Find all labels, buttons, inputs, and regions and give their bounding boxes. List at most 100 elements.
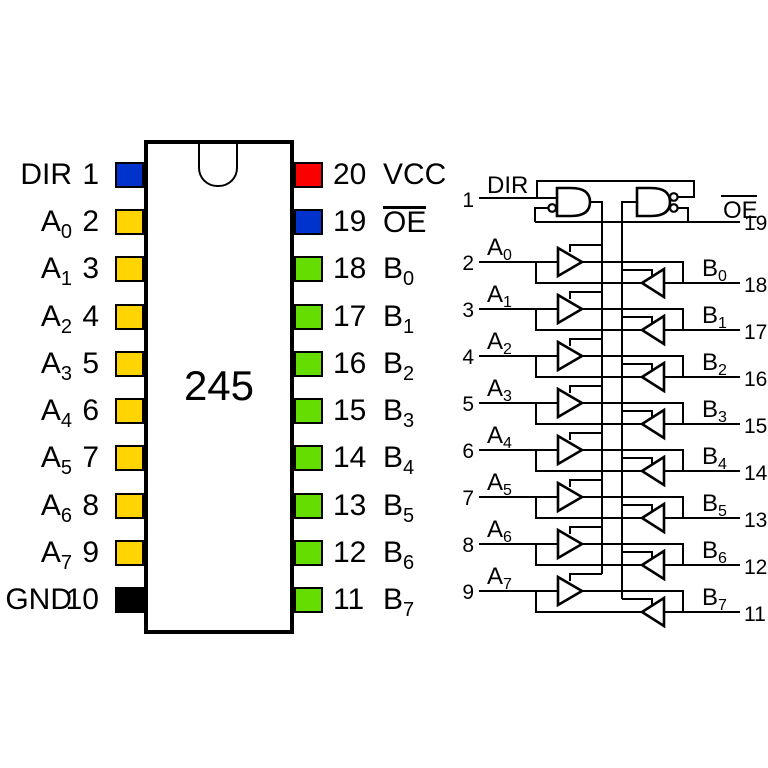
b-buffer-enable-stub [622,269,653,276]
pin-8-number: 8 [58,490,99,522]
b-pin-number: 13 [744,509,767,532]
pin-13-pad [294,493,323,519]
pin-label: B [383,394,404,427]
pin-label-subscript: 5 [403,505,415,527]
tri-state-buffer-a-to-b-icon [556,339,585,373]
oe-to-gate1-wire [534,207,548,222]
b-pin-number: 11 [744,603,766,626]
pin-number: 19 [333,205,367,238]
pin-3-number: 3 [58,253,99,285]
pin-label-subscript: 7 [60,552,72,574]
pin-2-number: 2 [58,206,99,238]
pin-5-pad [115,351,144,377]
pin-label: A [40,205,61,238]
tri-state-buffer-b-to-a-icon [639,454,666,488]
pin-15-number: 15 [333,395,366,427]
pin-10-name: GND [0,584,72,616]
a-to-b-output-wire [582,590,684,612]
pin-number: 4 [82,300,99,333]
a-to-b-output-wire [582,261,684,283]
pin-number: 2 [82,205,99,238]
pin-number: 17 [333,300,367,333]
pin-number: 18 [333,252,367,285]
b-buffer-enable-stub [622,598,653,605]
pin-label-subscript: 4 [60,410,72,432]
pin-number: 5 [82,347,99,380]
tri-state-buffer-b-to-a-icon [639,266,666,300]
pin-16-number: 16 [333,348,366,380]
pin-label-subscript: 5 [60,457,72,479]
pin-number: 6 [82,394,99,427]
dir-to-gate2-rail [536,180,695,198]
gate2-invert-bubble-top-icon [668,192,679,202]
pin-5-number: 5 [58,348,99,380]
b-to-a-return-wire [535,403,642,425]
pin-label-subscript: 4 [403,457,415,479]
a-pin-number: 3 [462,299,474,322]
a-pin-number: 5 [462,393,474,416]
pin-number: 16 [333,347,367,380]
pin-17-pad [294,304,323,330]
pin-12-name: B6 [383,537,414,575]
pin-label-subscript: 7 [403,599,415,621]
pin-label-subscript: 2 [60,316,72,338]
pin-14-pad [294,445,323,471]
pin-11-name: B7 [383,584,414,622]
chip-part-number: 245 [183,362,255,409]
tri-state-buffer-b-to-a-icon [639,313,666,347]
tri-state-buffer-b-to-a-icon [639,548,666,582]
ic-package-outline: 245 [144,140,294,634]
oe-to-gate2-wire [678,207,689,222]
pin-14-name: B4 [383,442,414,480]
pin-label: B [383,300,404,333]
pin-number: 15 [333,394,367,427]
a-buffer-enable-stub [569,338,602,346]
pin-label: VCC [383,158,447,191]
pin-7-pad [115,445,144,471]
b-buffer-enable-stub [622,316,653,323]
pin-number: 12 [333,536,367,569]
b-buffer-enable-stub [622,551,653,558]
pin-18-number: 18 [333,253,366,285]
pin-5-name: A3 [0,348,72,386]
pin-label-subscript: 0 [403,268,415,290]
tri-state-buffer-a-to-b-icon [556,574,585,608]
pin-number: 7 [82,441,99,474]
pin-10-number: 10 [58,584,99,616]
a-to-b-output-wire [582,355,684,377]
a-buffer-enable-stub [569,291,602,299]
pin-1-number: 1 [58,159,99,191]
pin-2-name: A0 [0,205,72,244]
a-buffer-enable-stub [569,432,602,440]
pin-20-name: VCC [383,159,446,191]
a-to-b-output-wire [582,449,684,471]
b-label: B6 [702,537,727,567]
pin-15-name: B3 [383,394,414,433]
pin-20-number: 20 [333,159,366,191]
b-pin-number: 12 [744,556,767,579]
pin-3-pad [115,256,144,282]
a-label: A7 [487,563,512,593]
pin-7-name: A5 [0,441,72,480]
pin-label-subscript: 3 [60,363,72,385]
pin-9-pad [115,540,144,566]
pin-6-number: 6 [58,395,99,427]
package-notch-icon [198,144,238,187]
b-pin-number: 14 [744,462,768,485]
a-pin-number: 6 [462,440,474,463]
pin-13-number: 13 [333,490,366,522]
b-to-a-enable-rail [621,201,637,599]
tri-state-buffer-b-to-a-icon [639,407,666,441]
b-to-a-return-wire [535,450,642,472]
b-label: B3 [702,396,727,426]
a-label: A0 [487,234,512,264]
pin-label: A [40,441,61,474]
tri-state-buffer-b-to-a-icon [639,501,666,535]
pin-label: B [383,489,404,522]
a-pin-number: 7 [462,487,474,510]
a-to-b-output-wire [582,543,684,565]
pin-label-subscript: 3 [403,410,415,432]
